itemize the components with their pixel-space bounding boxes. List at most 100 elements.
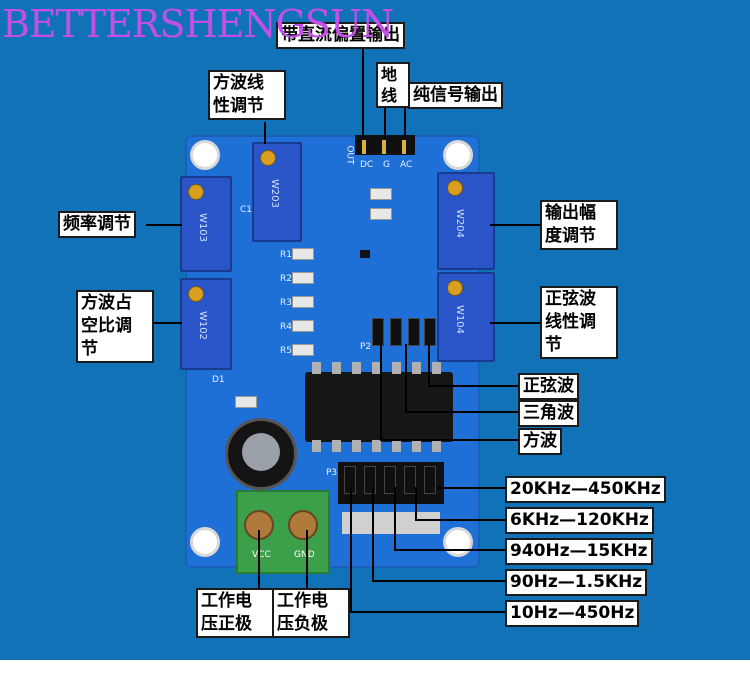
watermark-text: BETTERSHENGSUN	[2, 2, 394, 46]
label-triangle-wave: 三角波	[518, 400, 579, 427]
ic-pin	[312, 440, 321, 452]
label-range-3: 940Hz—15KHz	[505, 538, 653, 565]
jumper-wave-2	[390, 318, 402, 346]
jumper-range-4	[364, 466, 376, 494]
ic-chip	[305, 372, 453, 442]
smd-resistor	[292, 272, 314, 284]
smd-resistor	[292, 296, 314, 308]
pot-label: W203	[268, 179, 280, 208]
pot-knob	[447, 180, 463, 196]
leader-line	[437, 487, 507, 489]
label-range-1: 20KHz—450KHz	[505, 476, 666, 503]
ic-pin	[432, 440, 441, 452]
label-ground: 地线	[376, 62, 410, 108]
label-range-5: 10Hz—450Hz	[505, 600, 640, 627]
leader-line	[362, 46, 364, 138]
label-square-wave: 方波	[518, 428, 562, 455]
label-line: 工作电	[201, 591, 252, 611]
label-line: 节	[545, 335, 562, 355]
leader-line	[394, 549, 507, 551]
label-sine-wave: 正弦波	[518, 373, 579, 400]
leader-line	[380, 344, 382, 440]
smd-capacitor	[370, 208, 392, 220]
leader-line	[428, 344, 430, 386]
pot-label: W102	[196, 311, 208, 340]
leader-line	[405, 344, 407, 412]
ic-pin	[392, 440, 401, 452]
pot-duty: W102	[180, 278, 232, 370]
leader-line	[415, 519, 507, 521]
leader-line	[415, 487, 417, 520]
ic-pin	[412, 362, 421, 374]
label-pure-signal-output: 纯信号输出	[408, 82, 503, 109]
label-line: 度调节	[545, 226, 596, 246]
mount-hole-bottom-right	[443, 527, 473, 557]
label-line: 压正极	[201, 614, 252, 634]
label-line: 方波占	[81, 293, 132, 313]
label-line: 空比调	[81, 316, 132, 336]
leader-line	[350, 611, 507, 613]
leader-line	[350, 487, 352, 612]
label-line: 输出幅	[545, 203, 596, 223]
silk-dc: DC	[360, 160, 374, 170]
ic-pin	[352, 440, 361, 452]
pot-amplitude: W204	[437, 172, 495, 270]
jumper-wave-3	[408, 318, 420, 346]
ic-pin	[332, 362, 341, 374]
label-duty-cycle: 方波占 空比调 节	[76, 290, 154, 363]
label-sine-linear: 正弦波 线性调 节	[540, 286, 618, 359]
leader-line	[372, 580, 507, 582]
capacitor-top	[242, 433, 280, 471]
smd-resistor	[292, 344, 314, 356]
silk-g: G	[383, 160, 390, 170]
leader-line	[146, 224, 182, 226]
label-line: 压负极	[277, 614, 328, 634]
ic-pin	[432, 362, 441, 374]
smd-resistor	[235, 396, 257, 408]
ic-pin	[412, 440, 421, 452]
jumper-range-3	[384, 466, 396, 494]
label-vcc-positive: 工作电 压正极	[196, 588, 274, 638]
electrolytic-capacitor	[225, 418, 297, 490]
label-vcc-negative: 工作电 压负极	[272, 588, 350, 638]
pot-knob	[260, 150, 276, 166]
ic-pin	[372, 362, 381, 374]
pot-knob	[188, 184, 204, 200]
leader-line	[428, 385, 520, 387]
leader-line	[264, 122, 266, 144]
label-line: 方波线	[213, 73, 264, 93]
leader-line	[306, 530, 308, 590]
jumper-wave-4	[424, 318, 436, 346]
terminal-screw-gnd	[288, 510, 318, 540]
label-line: 性调节	[213, 96, 264, 116]
leader-line	[490, 322, 542, 324]
mount-hole-top-left	[190, 140, 220, 170]
leader-line	[380, 439, 520, 441]
silk-r3: R3	[280, 298, 292, 308]
jumper-range-2	[404, 466, 416, 494]
pot-square-linear: W203	[252, 142, 302, 242]
ic-pin	[352, 362, 361, 374]
label-ground-text: 地线	[381, 65, 398, 105]
leader-line	[147, 322, 182, 324]
silk-vcc: VCC	[252, 550, 271, 560]
power-terminal-block: VCC GND	[236, 490, 330, 574]
ic-pin	[392, 362, 401, 374]
label-range-4: 90Hz—1.5KHz	[505, 569, 648, 596]
mount-hole-top-right	[443, 140, 473, 170]
leader-line	[404, 107, 406, 138]
leader-line	[372, 487, 374, 581]
silk-out: OUT	[344, 145, 355, 165]
ic-pin	[332, 440, 341, 452]
silk-ac: AC	[400, 160, 413, 170]
leader-line	[394, 487, 396, 550]
label-dc-offset-output: 带直流偏置输出	[276, 22, 405, 49]
header-pin-dc	[362, 140, 366, 154]
leader-line	[405, 411, 520, 413]
label-line: 线性调	[545, 312, 596, 332]
label-frequency-adjust: 频率调节	[58, 211, 136, 238]
pot-label: W104	[453, 305, 465, 334]
label-square-linear: 方波线 性调节	[208, 70, 286, 120]
label-amplitude: 输出幅 度调节	[540, 200, 618, 250]
